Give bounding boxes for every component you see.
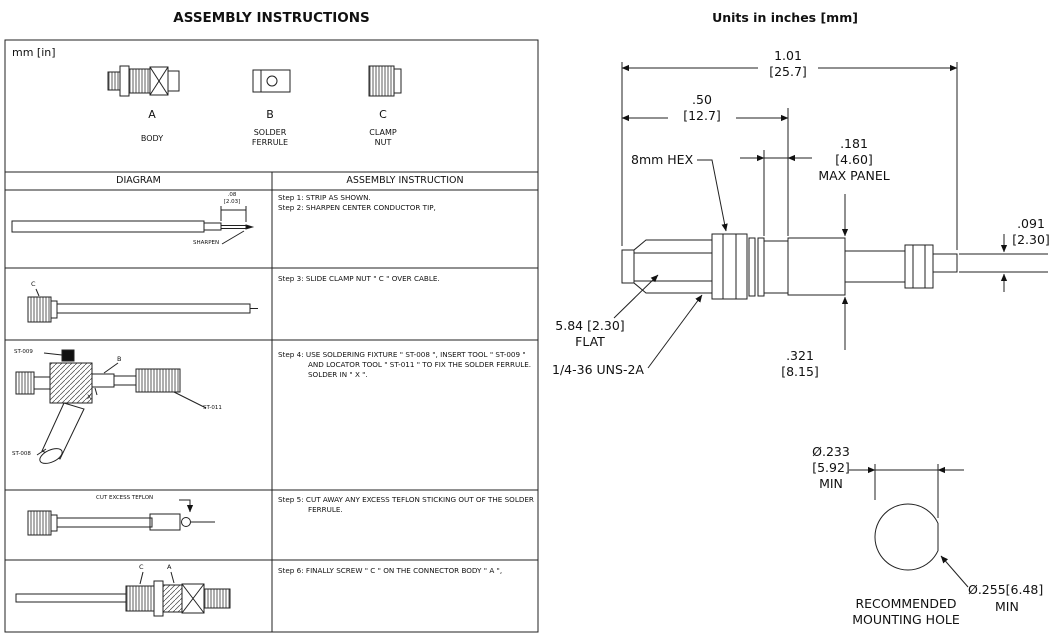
dim-pin-mm: [2.30] xyxy=(1012,232,1050,247)
instruction-row-2: Step 3: SLIDE CLAMP NUT " C " OVER CABLE… xyxy=(278,274,440,284)
part-c-name-line1: CLAMP xyxy=(369,128,397,137)
dim-panel-mm: [4.60] xyxy=(835,152,873,167)
strip-diagram xyxy=(11,206,255,245)
dim-hole-max: Ø.255[6.48] xyxy=(968,582,1044,597)
part-b-drawing xyxy=(252,69,291,93)
clamp-nut-label-row5: C xyxy=(139,563,144,571)
strip-dim-mm: [2.03] xyxy=(223,199,241,205)
dimension-lines xyxy=(613,62,1048,369)
mounting-hole-caption-line2: MOUNTING HOLE xyxy=(852,612,960,627)
dim-panel-in: .181 xyxy=(840,136,868,151)
part-a-letter: A xyxy=(148,108,156,121)
part-c-name: CLAMP NUT xyxy=(357,128,409,148)
step-6-text: Step 6: FINALLY SCREW " C " ON THE CONNE… xyxy=(278,566,503,575)
part-b-letter: B xyxy=(266,108,274,121)
part-a-name: BODY xyxy=(140,134,164,143)
right-title: Units in inches [mm] xyxy=(712,10,858,25)
dim-overall: 1.01 [25.7] xyxy=(760,48,816,80)
clamp-nut-label-row2: C xyxy=(31,280,36,288)
cut-teflon-diagram xyxy=(27,499,215,536)
step-3-text: Step 3: SLIDE CLAMP NUT " C " OVER CABLE… xyxy=(278,274,440,283)
dim-flat: 5.84 [2.30] FLAT xyxy=(550,318,630,350)
mounting-hole-drawing xyxy=(849,464,969,588)
dim-body-in: .321 xyxy=(786,348,814,363)
strip-dimension: .08 [2.03] xyxy=(214,192,250,206)
step-4-text-line2: AND LOCATOR TOOL " ST-011 " TO FIX THE S… xyxy=(308,360,532,369)
mounting-hole-caption-line1: RECOMMENDED xyxy=(855,596,957,611)
insert-tool-label: ST-009 xyxy=(14,349,33,355)
cut-teflon-label: CUT EXCESS TEFLON xyxy=(96,495,154,501)
hex-label: 8mm HEX xyxy=(631,152,694,167)
locator-tool-label: ST-011 xyxy=(203,405,222,411)
part-c-drawing xyxy=(368,65,402,97)
dim-front: .50 [12.7] xyxy=(674,92,730,124)
fixture-label: ST-008 xyxy=(12,451,31,457)
instruction-row-3: Step 4: USE SOLDERING FIXTURE " ST-008 "… xyxy=(278,350,531,380)
slide-nut-diagram xyxy=(27,288,258,323)
solder-point-label: X xyxy=(87,393,92,401)
dim-overall-in: 1.01 xyxy=(774,48,802,63)
header-diagram: DIAGRAM xyxy=(116,175,161,186)
left-title: ASSEMBLY INSTRUCTIONS xyxy=(173,10,370,26)
dim-hole-min-mm: [5.92] xyxy=(812,460,850,475)
step-5-text-line1: Step 5: CUT AWAY ANY EXCESS TEFLON STICK… xyxy=(278,495,534,504)
units-note: mm [in] xyxy=(12,46,56,59)
dim-front-mm: [12.7] xyxy=(683,108,721,123)
dim-pin: .091 [2.30] xyxy=(1002,216,1060,248)
solder-fixture-diagram xyxy=(15,349,207,464)
strip-dim-in: .08 xyxy=(227,192,237,198)
step-4-text-line3: SOLDER IN " X ". xyxy=(308,370,368,379)
dim-max-panel: .181 [4.60] MAX PANEL xyxy=(804,136,904,184)
header-assembly-instruction: ASSEMBLY INSTRUCTION xyxy=(346,175,464,186)
body-label-row5: A xyxy=(167,563,172,571)
dim-pin-in: .091 xyxy=(1017,216,1045,231)
dim-hole-max-label: MIN xyxy=(995,599,1019,614)
dim-body: .321 [8.15] xyxy=(772,348,828,380)
instruction-table-frame xyxy=(4,39,539,633)
part-b-name-line2: FERRULE xyxy=(251,138,289,147)
step-5-text-line2: FERRULE. xyxy=(308,505,343,514)
dim-flat-value: 5.84 [2.30] xyxy=(555,318,625,333)
dim-body-mm: [8.15] xyxy=(781,364,819,379)
final-assembly-diagram xyxy=(15,571,231,617)
step-1-text: Step 1: STRIP AS SHOWN. xyxy=(278,193,371,202)
step-2-text: Step 2: SHARPEN CENTER CONDUCTOR TIP, xyxy=(278,203,436,212)
instruction-row-4: Step 5: CUT AWAY ANY EXCESS TEFLON STICK… xyxy=(278,495,534,515)
part-b-name-line1: SOLDER xyxy=(253,128,287,137)
part-c-name-line2: NUT xyxy=(374,138,392,147)
part-c-letter: C xyxy=(379,108,387,121)
part-b-name: SOLDER FERRULE xyxy=(242,128,298,148)
dim-hole-min-label: MIN xyxy=(819,476,843,491)
instruction-row-5: Step 6: FINALLY SCREW " C " ON THE CONNE… xyxy=(278,566,502,576)
dim-front-in: .50 xyxy=(692,92,712,107)
instruction-row-1: Step 1: STRIP AS SHOWN. Step 2: SHARPEN … xyxy=(278,193,436,213)
thread-label: 1/4-36 UNS-2A xyxy=(552,362,644,377)
flat-label: FLAT xyxy=(575,334,605,349)
mounting-hole-caption: RECOMMENDED MOUNTING HOLE xyxy=(838,596,974,628)
sharpen-label: SHARPEN xyxy=(193,240,220,246)
connector-drawing xyxy=(621,233,958,300)
dim-hole-min: Ø.233 [5.92] MIN xyxy=(802,444,860,492)
dim-hole-min-dia: Ø.233 xyxy=(812,444,850,459)
dim-overall-mm: [25.7] xyxy=(769,64,807,79)
max-panel-label: MAX PANEL xyxy=(818,168,890,183)
part-a-drawing xyxy=(107,65,180,97)
ferrule-label: B xyxy=(117,355,122,363)
step-4-text-line1: Step 4: USE SOLDERING FIXTURE " ST-008 "… xyxy=(278,350,526,359)
